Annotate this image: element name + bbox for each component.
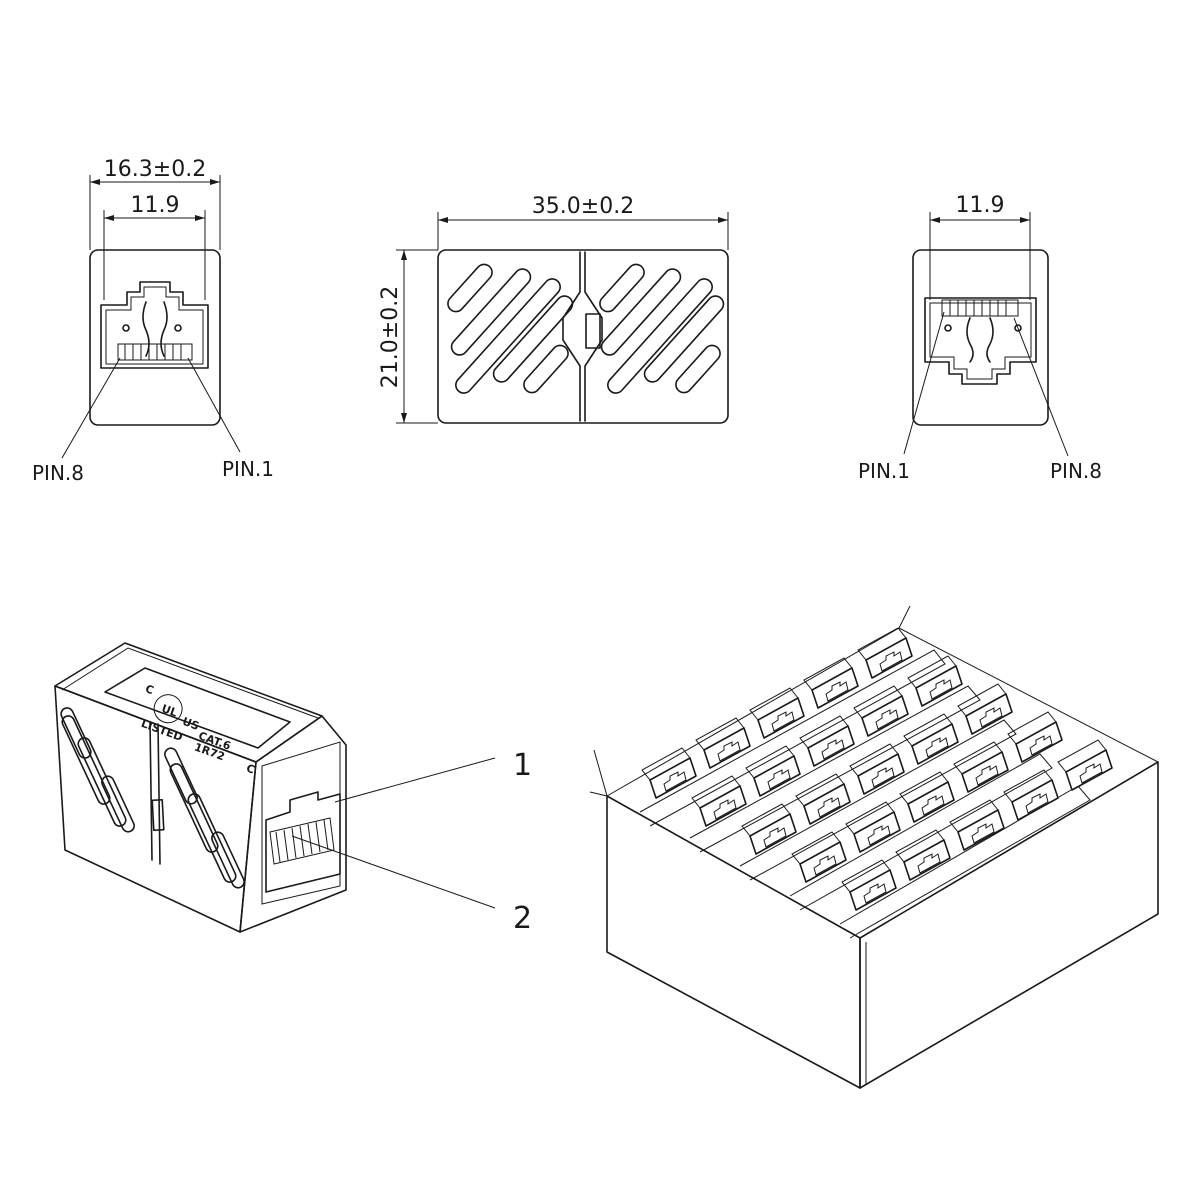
front-view-body bbox=[89, 249, 221, 426]
locking-window bbox=[151, 798, 165, 832]
pin-label: PIN.8 bbox=[1050, 459, 1102, 483]
packed-coupler bbox=[1057, 739, 1113, 791]
callout-leader bbox=[291, 835, 496, 909]
packed-coupler bbox=[907, 655, 963, 707]
coupler-isometric: UL C US LISTED CAT.6 1R72 C bbox=[54, 642, 532, 936]
contact-pins bbox=[117, 343, 193, 361]
front-view-left: 16.3±0.2 11.9 PIN.8 PIN.1 bbox=[32, 157, 274, 485]
front-view-right: 11.9 PIN.1 PIN.8 bbox=[858, 193, 1102, 483]
cert-us: US bbox=[181, 715, 201, 733]
coupler-port bbox=[265, 791, 341, 893]
callout-label: 1 bbox=[513, 748, 532, 783]
callout-leader bbox=[334, 757, 496, 803]
ul-logo bbox=[153, 694, 183, 724]
grip-ribs-right bbox=[599, 263, 725, 394]
label-plate bbox=[104, 667, 291, 749]
guide-hole bbox=[174, 324, 182, 332]
pin-label: PIN.8 bbox=[32, 461, 84, 485]
coupler-contacts bbox=[269, 817, 335, 865]
rj45-port-inner bbox=[929, 302, 1032, 380]
opening-dimension-label: 11.9 bbox=[131, 193, 180, 218]
grip-ribs-left bbox=[447, 263, 574, 394]
packed-coupler bbox=[949, 799, 1005, 851]
latch-spring bbox=[160, 301, 168, 357]
callout-label: 2 bbox=[513, 901, 532, 936]
latch-spring bbox=[142, 301, 150, 357]
packed-coupler bbox=[895, 829, 951, 881]
packed-coupler bbox=[749, 687, 805, 739]
width-dimension-label: 16.3±0.2 bbox=[104, 157, 206, 182]
packed-coupler bbox=[841, 859, 897, 911]
pin-leader bbox=[903, 311, 945, 455]
pin-leader bbox=[1013, 317, 1069, 457]
pin-leader bbox=[187, 357, 241, 453]
packed-coupler bbox=[695, 717, 751, 769]
box-side-face bbox=[859, 761, 1159, 1089]
packed-coupler bbox=[899, 771, 955, 823]
pin-label: PIN.1 bbox=[858, 459, 910, 483]
front-view-body bbox=[912, 249, 1049, 426]
packed-coupler bbox=[795, 773, 851, 825]
grip-ribs bbox=[60, 707, 245, 889]
box-dividers bbox=[639, 649, 1091, 939]
housing-seam-left bbox=[562, 251, 581, 422]
locking-window bbox=[585, 313, 601, 349]
guide-hole bbox=[944, 324, 952, 332]
packed-coupler bbox=[903, 713, 959, 765]
packed-coupler bbox=[849, 743, 905, 795]
packed-coupler bbox=[799, 715, 855, 767]
contact-pins bbox=[941, 299, 1019, 317]
packed-coupler bbox=[641, 747, 697, 799]
latch-spring bbox=[966, 317, 974, 363]
rj45-port-outline bbox=[100, 281, 209, 369]
packed-coupler bbox=[957, 683, 1013, 735]
opening-dimension-label: 11.9 bbox=[956, 193, 1005, 218]
packed-coupler bbox=[1003, 769, 1059, 821]
side-view-body bbox=[437, 249, 729, 424]
height-dimension-label: 21.0±0.2 bbox=[378, 286, 403, 388]
coupler-front-face bbox=[239, 715, 347, 933]
coupler-grid bbox=[641, 627, 1113, 911]
packed-coupler bbox=[845, 801, 901, 853]
housing-seam-right bbox=[584, 251, 603, 422]
box-front-face bbox=[606, 795, 861, 1089]
packed-coupler bbox=[745, 745, 801, 797]
packed-coupler bbox=[857, 627, 913, 679]
housing-seam bbox=[149, 721, 161, 865]
guide-hole bbox=[1014, 324, 1022, 332]
packed-coupler bbox=[803, 657, 859, 709]
latch-spring bbox=[986, 317, 994, 363]
packed-coupler bbox=[691, 775, 747, 827]
packed-coupler bbox=[1007, 711, 1063, 763]
packed-coupler bbox=[791, 831, 847, 883]
guide-hole bbox=[122, 324, 130, 332]
packed-coupler bbox=[853, 685, 909, 737]
svg-text:UL: UL bbox=[160, 702, 179, 720]
side-view: 35.0±0.2 21.0±0.2 bbox=[378, 194, 729, 424]
rj45-port-inner bbox=[105, 286, 204, 365]
pin-label: PIN.1 bbox=[222, 457, 274, 481]
cert-c: C bbox=[144, 682, 156, 697]
rj45-port-outline bbox=[924, 297, 1037, 385]
length-dimension-label: 35.0±0.2 bbox=[532, 194, 634, 219]
pin-leader bbox=[61, 357, 121, 459]
packed-coupler bbox=[741, 803, 797, 855]
packed-coupler bbox=[953, 741, 1009, 793]
packaging-box bbox=[589, 605, 1159, 1089]
